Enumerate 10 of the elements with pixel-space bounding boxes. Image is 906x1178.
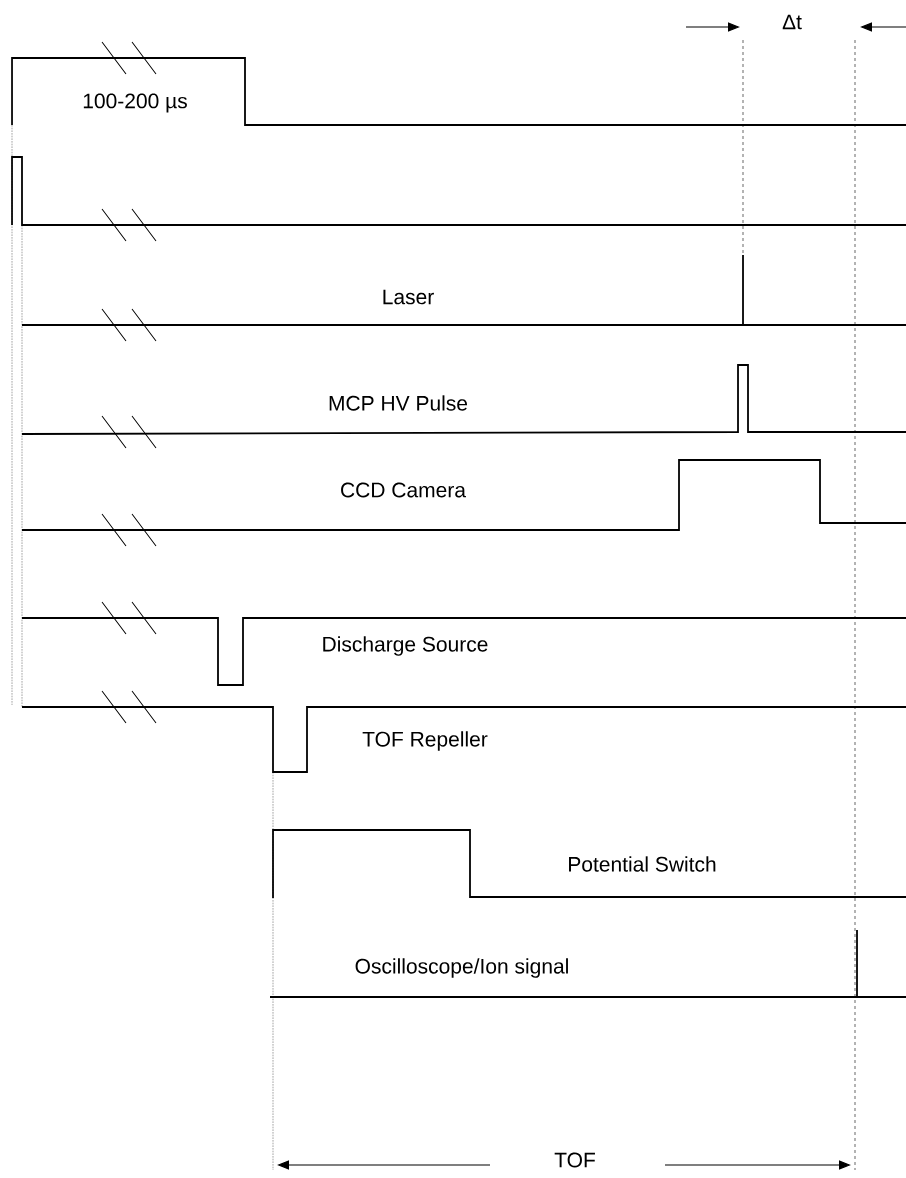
signal-label: MCP HV Pulse <box>329 395 468 411</box>
signal-label: Δt <box>782 14 802 30</box>
signal-label: 100-200 µs <box>83 93 187 113</box>
signal-label: Potential Switch <box>569 856 716 872</box>
signal-label: Oscilloscope/Ion signal <box>355 958 568 978</box>
signal-label: CCD Camera <box>341 482 466 498</box>
signal-label: TOF <box>554 1152 595 1168</box>
signal-label: Discharge Source <box>323 636 488 656</box>
signal-label: Laser <box>383 289 434 305</box>
signal-label: TOF Repeller <box>362 731 488 751</box>
